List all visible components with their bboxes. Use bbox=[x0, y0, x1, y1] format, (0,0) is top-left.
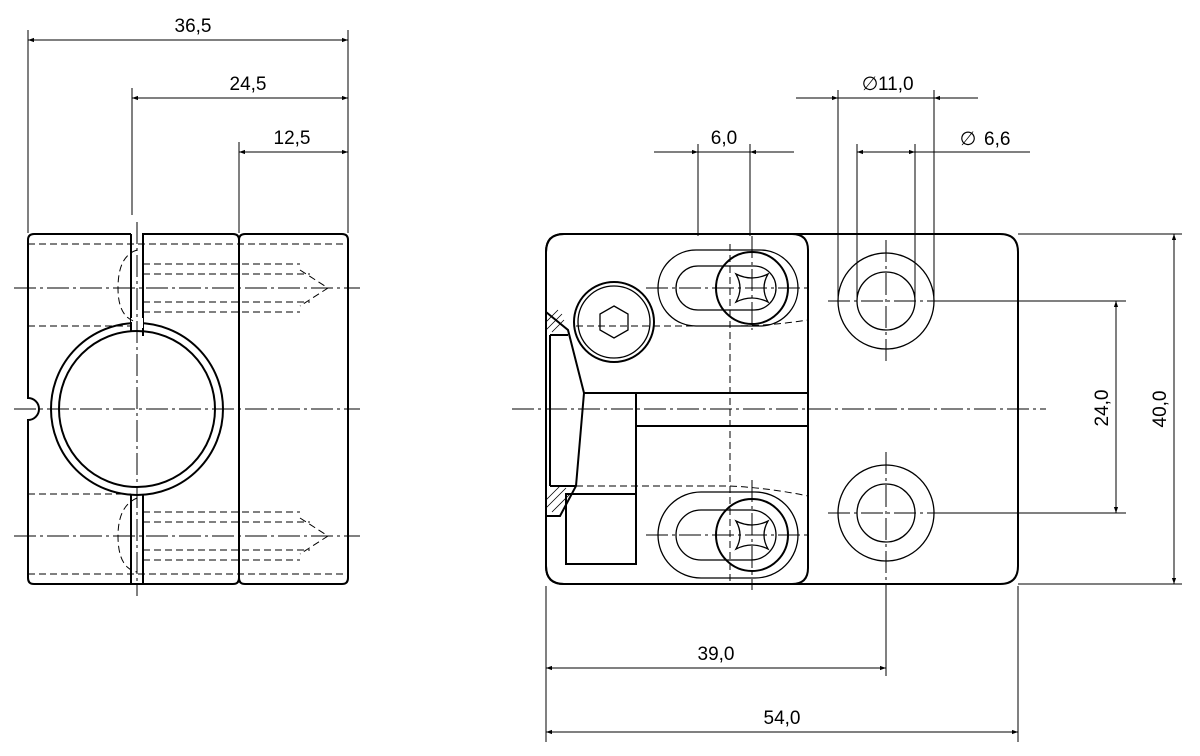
dimension-label: 24,5 bbox=[230, 74, 267, 95]
front-centerlines bbox=[512, 236, 1046, 590]
dimension-overall-width: 36,5 bbox=[27, 16, 349, 233]
diameter-symbol: ∅ bbox=[862, 74, 879, 95]
dimension-mid-width: 24,5 bbox=[131, 74, 348, 215]
dimension-label: 12,5 bbox=[274, 128, 311, 149]
dimension-label: 6,6 bbox=[984, 129, 1010, 150]
dimension-short-width: 12,5 bbox=[238, 128, 348, 233]
dimension-label: 54,0 bbox=[764, 708, 801, 729]
front-view: 6,0 ∅ 11,0 ∅ 6,6 24,0 bbox=[512, 74, 1182, 742]
dimension-slot-width: 6,0 bbox=[654, 128, 794, 236]
side-centerlines bbox=[14, 222, 360, 596]
dimension-label: 6,0 bbox=[711, 128, 737, 149]
dimension-height: 40,0 bbox=[1018, 233, 1182, 585]
front-hidden-features bbox=[576, 244, 809, 584]
side-body-outline bbox=[27, 233, 349, 585]
dimension-label: 24,0 bbox=[1092, 390, 1113, 427]
dimension-label: 11,0 bbox=[878, 74, 914, 95]
hatching bbox=[545, 309, 571, 513]
dimension-overall-width-front: 54,0 bbox=[546, 586, 1019, 742]
dimension-hole-spacing: 24,0 bbox=[940, 300, 1126, 514]
dimension-label: 39,0 bbox=[698, 644, 735, 665]
dimension-bore-small: ∅ 6,6 bbox=[856, 129, 1030, 301]
dimension-hole-offset: 39,0 bbox=[545, 584, 887, 742]
front-body-outline bbox=[545, 233, 1019, 585]
dimension-bore-large: ∅ 11,0 bbox=[796, 74, 978, 301]
dimension-label: 36,5 bbox=[175, 16, 212, 37]
dimension-label: 40,0 bbox=[1150, 391, 1171, 428]
side-view: 36,5 24,5 12,5 bbox=[14, 16, 360, 596]
hex-socket-screw bbox=[573, 281, 655, 363]
diameter-symbol: ∅ bbox=[960, 129, 977, 150]
